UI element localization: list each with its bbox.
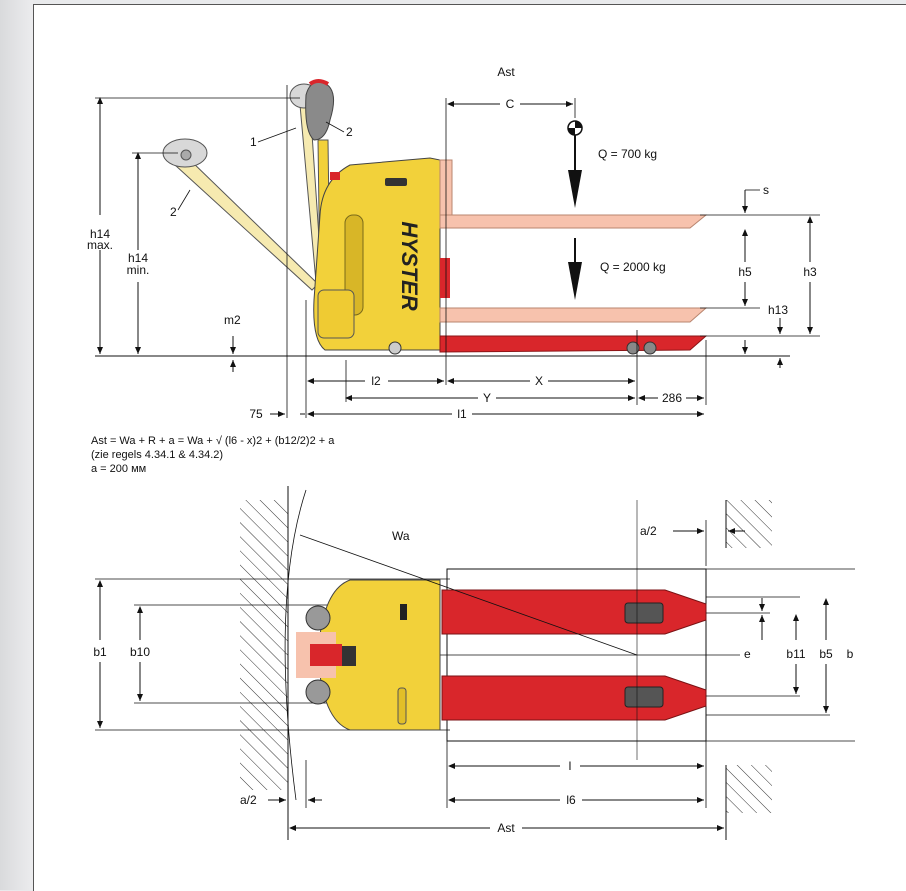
formula-line-2: (zie regels 4.34.1 & 4.34.2) — [91, 449, 224, 461]
label-y: Y — [483, 391, 491, 405]
fork-bottom — [441, 675, 707, 721]
label-l1: l1 — [457, 407, 467, 421]
ast-formula-block: Ast = Wa + R + a = Wa + √ (l6 - x)2 + (b… — [91, 434, 334, 476]
label-2-upper: 2 — [346, 125, 353, 139]
wall-hatch-right-top — [726, 500, 772, 548]
top-view: Wa a/2 b1 b10 e b11 b5 b l — [93, 486, 855, 840]
side-view: HYSTER — [87, 65, 820, 421]
label-m2: m2 — [224, 313, 241, 327]
label-ast-bottom: Ast — [497, 821, 515, 835]
formula-line-3: a = 200 мм — [91, 463, 147, 475]
label-h14-max-a: h14 — [90, 227, 110, 241]
label-h14-max-b: max. — [87, 238, 113, 252]
label-h14-min-a: h14 — [128, 251, 148, 265]
label-2-lower: 2 — [170, 205, 177, 219]
wall-hatch-right-bottom — [726, 765, 772, 813]
label-286: 286 — [662, 391, 682, 405]
label-load-700: Q = 700 kg — [598, 147, 657, 161]
label-b5: b5 — [819, 647, 833, 661]
label-e: e — [744, 647, 751, 661]
label-s: s — [763, 183, 769, 197]
label-b1: b1 — [93, 645, 107, 659]
label-h13: h13 — [768, 303, 788, 317]
label-h3: h3 — [803, 265, 817, 279]
label-a2-bottom: a/2 — [240, 793, 257, 807]
label-l2: l2 — [371, 374, 381, 388]
label-c: C — [506, 97, 515, 111]
load-center-symbol — [567, 120, 583, 300]
label-wa: Wa — [392, 529, 410, 543]
formula-line-1: Ast = Wa + R + a = Wa + √ (l6 - x)2 + (b… — [91, 435, 335, 447]
brand-logo: HYSTER — [397, 221, 422, 310]
label-b10: b10 — [130, 645, 150, 659]
truck-body: HYSTER — [313, 157, 441, 351]
label-load-2000: Q = 2000 kg — [600, 260, 666, 274]
label-ast-top: Ast — [497, 65, 515, 79]
label-h5: h5 — [738, 265, 752, 279]
label-x: X — [535, 374, 543, 388]
label-l: l — [569, 759, 572, 773]
left-margin-panel — [0, 0, 33, 890]
tiller-arm-min — [162, 138, 319, 291]
label-h14-min-b: min. — [127, 263, 150, 277]
label-b11: b11 — [786, 647, 805, 661]
label-1: 1 — [250, 135, 257, 149]
label-b: b — [847, 647, 854, 661]
label-a2-top: a/2 — [640, 524, 657, 538]
fork-lowered — [388, 335, 708, 355]
label-75: 75 — [249, 407, 263, 421]
fork-top — [441, 589, 707, 635]
label-l6: l6 — [566, 793, 576, 807]
wall-hatch-left — [240, 500, 288, 790]
